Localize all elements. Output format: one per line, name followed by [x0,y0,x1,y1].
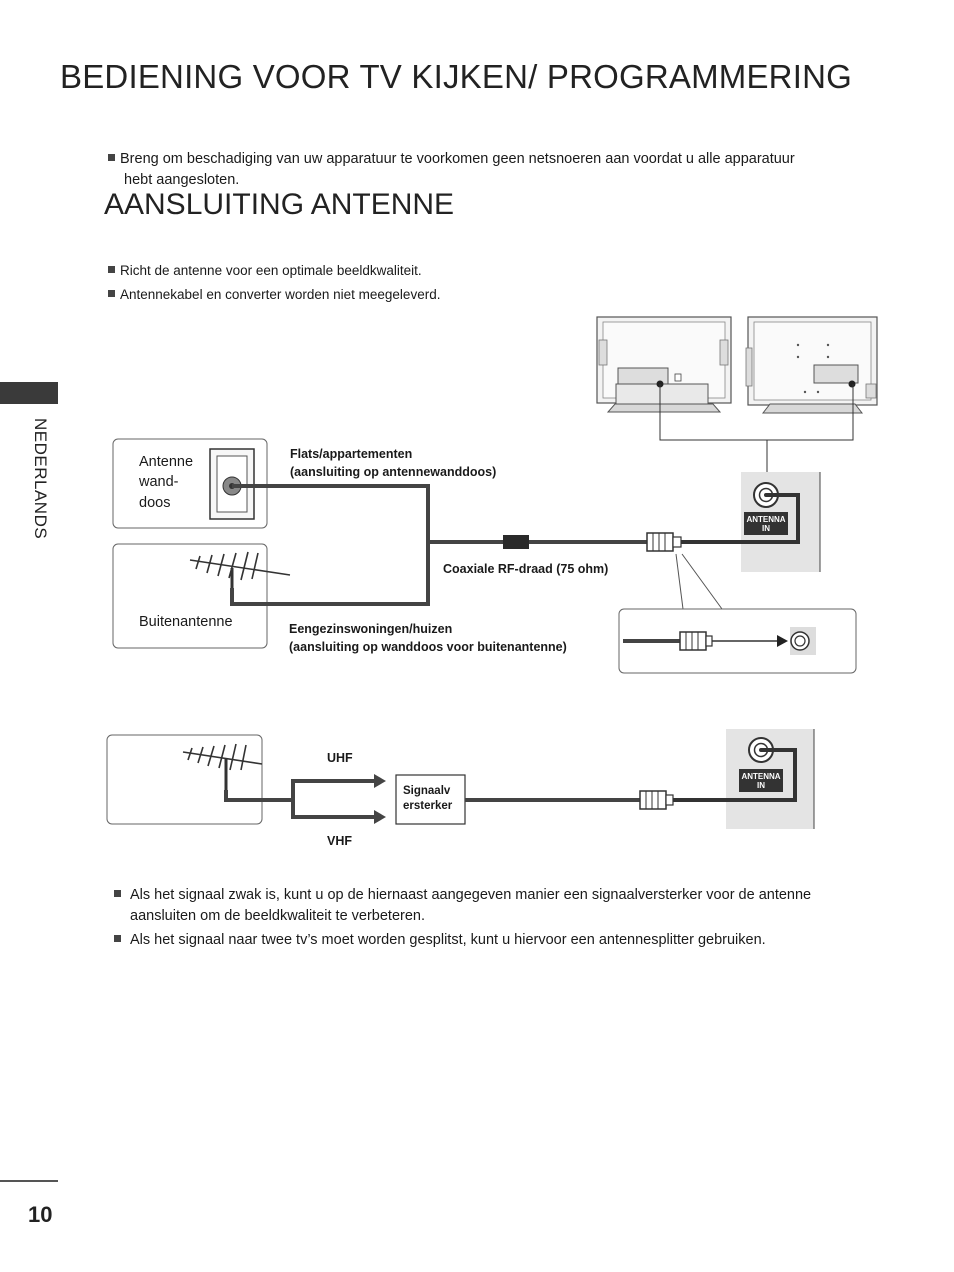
note-2: Antennekabel en converter worden niet me… [108,284,440,305]
signal-amplifier-box [395,774,466,825]
bullet-icon [114,890,121,897]
port-label-1: ANTENNA [746,515,785,524]
bottom-note-1: Als het signaal zwak is, kunt u op de hi… [114,885,874,927]
bullet-icon [108,154,115,161]
bullet-icon [108,290,115,297]
vhf-label: VHF [327,834,352,848]
page-title: BEDIENING VOOR TV KIJKEN/ PROGRAMMERING [60,58,852,95]
uhf-arrow-icon [374,774,386,788]
port-label-2: IN [762,524,770,533]
warning-line-1: Breng om beschadiging van uw apparatuur … [120,151,795,167]
arrow-right-icon [777,635,788,647]
port-2-label-2: IN [757,781,765,790]
warning-line-2: hebt aangesloten. [124,172,240,188]
amplifier-label-2: ersterker [403,800,453,812]
page-number: 10 [28,1202,53,1227]
page-number-rule [0,1180,58,1182]
wall-box-label-2: wand- [139,474,179,490]
wall-box-label-1: Antenne [139,454,194,470]
amplifier-label-1: Signaalv [403,785,451,797]
antenna-socket-zoom-icon [790,627,816,655]
tv-rear-left-icon [596,316,732,413]
flats-label-1: Flats/appartementen [290,447,413,461]
bullet-icon [114,935,121,942]
uhf-vhf-antenna-icon [182,743,263,790]
bottom-note-2: Als het signaal naar twee tv’s moet word… [114,930,874,951]
outdoor-antenna-label: Buitenantenne [139,614,233,630]
houses-label-1: Eengezinswoningen/huizen [289,622,453,636]
language-label: NEDERLANDS [31,418,50,540]
houses-label-2: (aansluiting op wanddoos voor buitenante… [289,640,567,654]
section-title: AANSLUITING ANTENNE [104,188,455,221]
note-1: Richt de antenne voor een optimale beeld… [108,260,422,281]
port-2-label-1: ANTENNA [741,772,780,781]
antenna-in-port: ANTENNA IN [744,482,788,535]
wall-box-label-3: doos [139,495,171,511]
vhf-arrow-icon [374,810,386,824]
side-tab [0,382,58,404]
tv-rear-right-icon [745,316,878,414]
warning-note: Breng om beschadiging van uw apparatuur … [108,149,888,191]
coax-label: Coaxiale RF-draad (75 ohm) [443,562,609,576]
coax-plug-icon [646,532,682,552]
ferrite-core [503,535,529,549]
coax-plug-2-icon [639,790,674,810]
bullet-icon [108,266,115,273]
flats-label-2: (aansluiting op antennewanddoos) [290,465,497,479]
uhf-label: UHF [327,751,353,765]
coax-plug-zoom-icon [679,631,713,651]
